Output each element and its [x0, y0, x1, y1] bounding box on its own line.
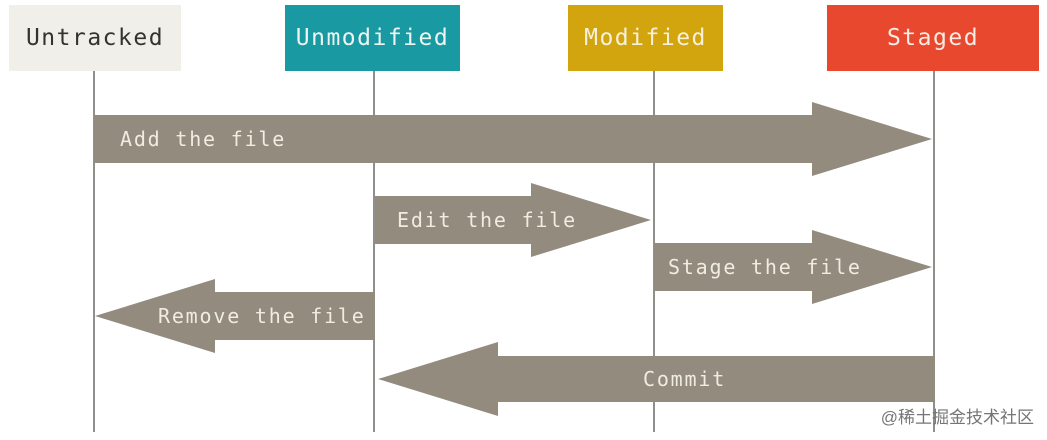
transition-label: Commit [643, 367, 727, 391]
lifeline-unmodified [373, 71, 375, 432]
state-label-modified: Modified [584, 25, 707, 51]
transition-add-the-file: Add the file [94, 102, 932, 176]
transition-label: Edit the file [397, 208, 577, 232]
transition-remove-the-file: Remove the file [95, 279, 375, 353]
arrow-body [375, 196, 531, 244]
transition-label: Add the file [120, 127, 287, 151]
transition-commit: Commit [378, 342, 935, 416]
transition-stage-the-file: Stage the file [654, 230, 932, 304]
state-box-untracked: Untracked [9, 5, 181, 71]
arrow-body [215, 292, 375, 340]
lifeline-untracked [93, 71, 95, 432]
transition-label: Remove the file [158, 304, 366, 328]
watermark: @稀土掘金技术社区 [880, 408, 1034, 427]
transition-edit-the-file: Edit the file [375, 183, 651, 257]
state-box-modified: Modified [568, 5, 723, 71]
arrowhead-left-icon [378, 342, 498, 416]
arrow-body [654, 243, 812, 291]
arrow-body [94, 115, 812, 163]
state-box-unmodified: Unmodified [285, 5, 460, 71]
state-box-staged: Staged [827, 5, 1039, 71]
lifeline-staged [933, 71, 935, 432]
arrowhead-right-icon [812, 230, 932, 304]
transition-label: Stage the file [668, 255, 862, 279]
state-label-unmodified: Unmodified [295, 25, 450, 51]
state-label-staged: Staged [886, 25, 980, 51]
arrowhead-left-icon [95, 279, 215, 353]
state-label-untracked: Untracked [25, 25, 165, 51]
arrow-body [498, 356, 935, 402]
arrowhead-right-icon [531, 183, 651, 257]
arrowhead-right-icon [812, 102, 932, 176]
